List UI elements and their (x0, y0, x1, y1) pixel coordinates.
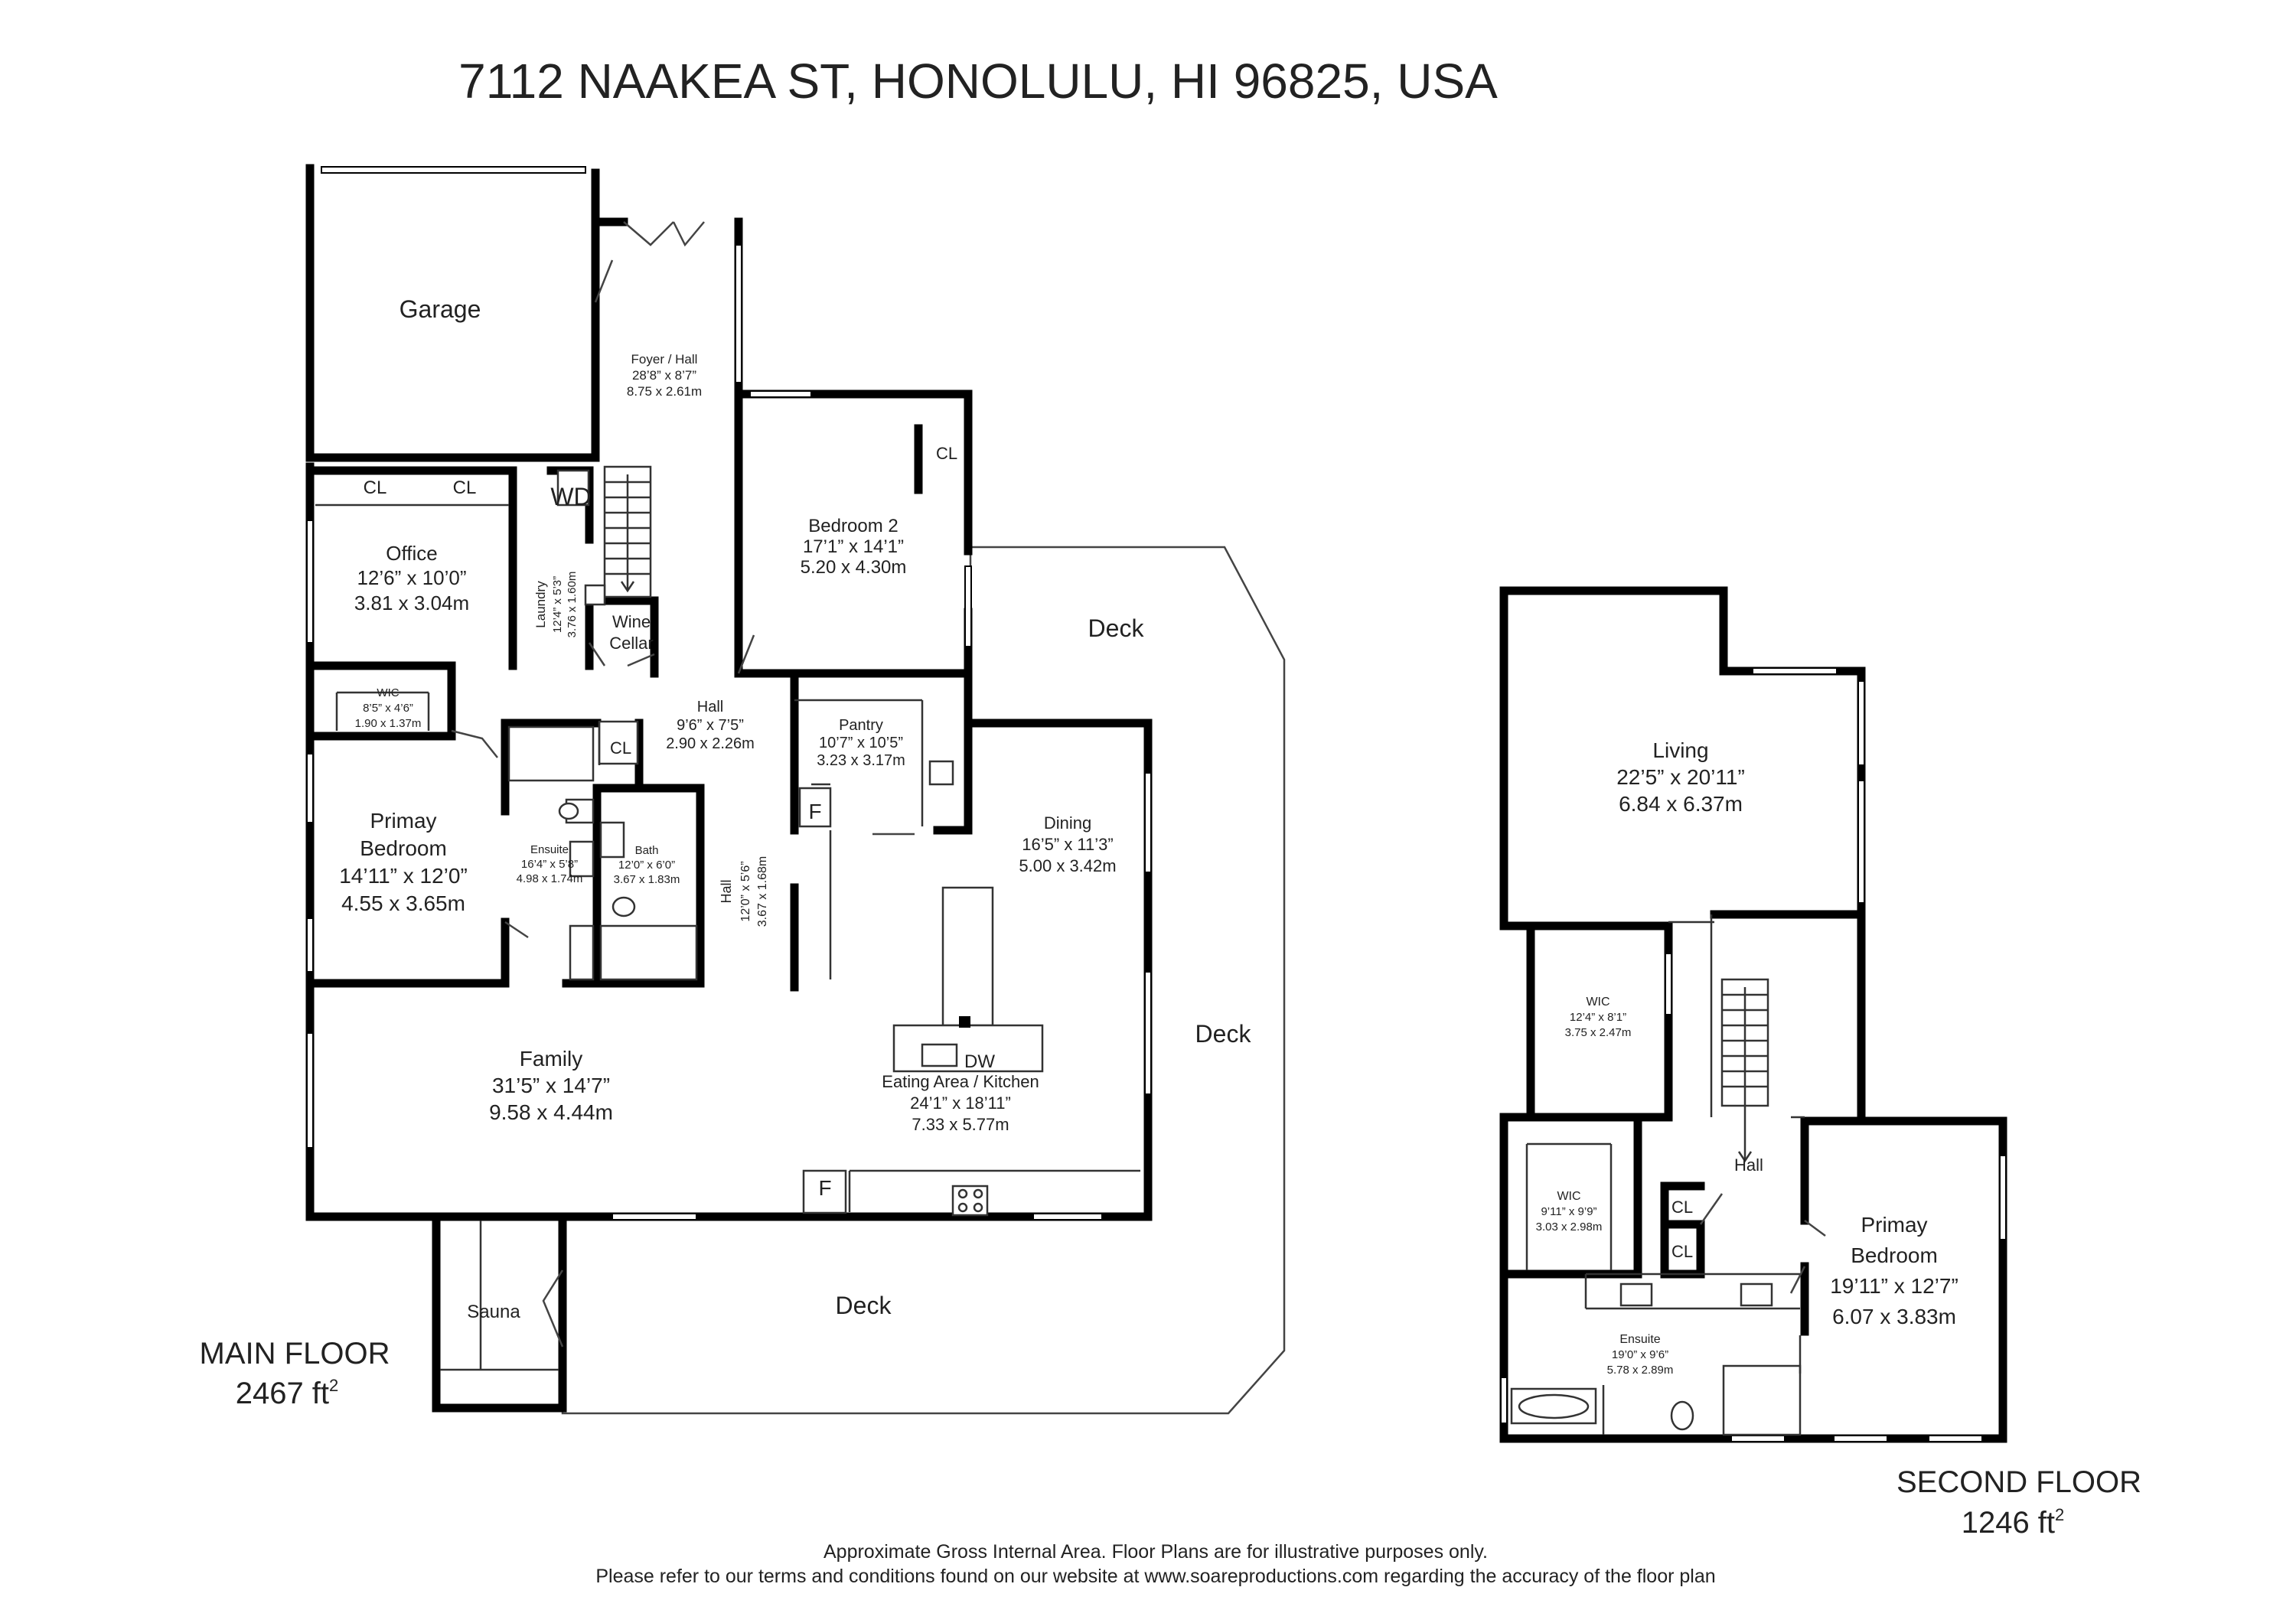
cl-label: CL (453, 477, 477, 498)
main-floor-fixtures (507, 469, 1044, 1217)
hall-imperial: 9’6” x 7’5” (677, 717, 744, 734)
laundry-label: Laundry (533, 581, 548, 628)
ensuite-label: Ensuite (1619, 1333, 1660, 1346)
cl-label: CL (1671, 1242, 1693, 1261)
wic-label: WIC (377, 686, 399, 699)
wic-label: WIC (1586, 996, 1609, 1009)
main-floor-label: MAIN FLOOR (200, 1337, 390, 1370)
wic-metric: 3.75 x 2.47m (1565, 1026, 1632, 1039)
bath-metric: 3.67 x 1.83m (614, 873, 680, 886)
fireplace-label: F (808, 800, 821, 823)
primary-bedroom-imperial: 19’11” x 12’7” (1830, 1274, 1958, 1298)
main-floor-windows (306, 166, 1152, 1221)
bath-imperial: 12’0” x 6’0” (618, 859, 675, 872)
bath-label: Bath (635, 844, 659, 857)
kitchen-metric: 7.33 x 5.77m (912, 1115, 1009, 1134)
main-floor-doors (451, 221, 915, 1348)
cl-label: CL (610, 738, 631, 758)
living-imperial: 22’5” x 20’11” (1616, 765, 1745, 789)
ensuite-imperial: 19’0” x 9’6” (1612, 1348, 1668, 1361)
laundry-metric: 3.76 x 1.60m (566, 572, 579, 638)
ensuite-imperial: 16’4” x 5’8” (521, 858, 578, 871)
second-floor-labels: Living 22’5” x 20’11” 6.84 x 6.37m WIC 1… (1536, 738, 2141, 1540)
hall2-label: Hall (719, 879, 734, 903)
disclaimer-line-2: Please refer to our terms and conditions… (595, 1566, 1715, 1587)
disclaimer-line-1: Approximate Gross Internal Area. Floor P… (823, 1541, 1488, 1563)
wic-label: WIC (1557, 1190, 1580, 1203)
pantry-imperial: 10’7” x 10’5” (819, 735, 903, 751)
primary-bedroom-label-1: Primay (1861, 1213, 1927, 1237)
second-floor-stairs (1720, 978, 1769, 1163)
dw-label: DW (964, 1051, 995, 1072)
pantry-label: Pantry (839, 717, 883, 734)
foyer-imperial: 28’8” x 8’7” (632, 368, 696, 383)
family-metric: 9.58 x 4.44m (489, 1100, 613, 1124)
main-stairs (603, 465, 652, 598)
hall-label: Hall (697, 699, 723, 715)
wine-cellar-label-1: Wine (612, 612, 651, 631)
pantry-metric: 3.23 x 3.17m (817, 752, 905, 769)
primary-bedroom-metric: 4.55 x 3.65m (341, 891, 465, 915)
dining-imperial: 16’5” x 11’3” (1022, 835, 1113, 854)
hall2-metric: 3.67 x 1.68m (756, 856, 769, 927)
office-metric: 3.81 x 3.04m (354, 592, 469, 614)
fireplace-label: F (818, 1176, 831, 1200)
address-title: 7112 NAAKEA ST, HONOLULU, HI 96825, USA (458, 54, 1498, 109)
second-floor-doors (1699, 1193, 1826, 1294)
wic-imperial: 9’11” x 9’9” (1541, 1205, 1596, 1218)
deck-south-label: Deck (836, 1292, 892, 1319)
office-imperial: 12’6” x 10’0” (357, 566, 466, 589)
sauna-label: Sauna (467, 1302, 520, 1322)
bedroom2-imperial: 17’1” x 14’1” (803, 536, 904, 557)
wic-imperial: 12’4” x 8’1” (1570, 1011, 1626, 1024)
cl-label: CL (936, 444, 957, 463)
wine-cellar-label-2: Cellar (609, 634, 653, 653)
primary-bedroom-label-2: Bedroom (1851, 1243, 1938, 1267)
dining-metric: 5.00 x 3.42m (1019, 856, 1116, 875)
hall2-imperial: 12’0” x 5’6” (739, 861, 752, 921)
family-imperial: 31’5” x 14’7” (492, 1074, 610, 1097)
second-floor-fixtures (1510, 1282, 1802, 1436)
cl-label: CL (1671, 1198, 1693, 1217)
kitchen-imperial: 24’1” x 18’11” (910, 1093, 1011, 1113)
deck-right-label: Deck (1195, 1020, 1252, 1048)
primary-bedroom-label-1: Primay (370, 809, 436, 833)
ensuite-metric: 4.98 x 1.74m (517, 872, 583, 885)
cl-label: CL (364, 477, 387, 498)
living-label: Living (1652, 738, 1708, 762)
wic-metric: 3.03 x 2.98m (1536, 1221, 1603, 1234)
hall-label: Hall (1734, 1155, 1763, 1175)
bedroom2-label: Bedroom 2 (808, 516, 898, 536)
ensuite-metric: 5.78 x 2.89m (1607, 1364, 1674, 1377)
main-floor-labels: Garage Foyer / Hall 28’8” x 8’7” 8.75 x … (200, 295, 1252, 1410)
kitchen-label: Eating Area / Kitchen (882, 1072, 1039, 1091)
main-floor-thin-lines (315, 504, 1140, 1371)
second-floor-thin-lines (1525, 914, 1805, 1435)
foyer-label: Foyer / Hall (631, 352, 698, 367)
bedroom2-metric: 5.20 x 4.30m (801, 557, 907, 578)
hall-metric: 2.90 x 2.26m (666, 735, 755, 752)
deck-east-label: Deck (1088, 614, 1145, 642)
primary-bedroom-imperial: 14’11” x 12’0” (339, 864, 468, 888)
primary-bedroom-metric: 6.07 x 3.83m (1832, 1305, 1956, 1328)
second-floor-area: 1246 ft2 (1962, 1505, 2065, 1540)
wic-metric: 1.90 x 1.37m (355, 717, 422, 730)
wd-label: WD (550, 483, 591, 510)
foyer-metric: 8.75 x 2.61m (627, 384, 702, 399)
main-floor-walls (305, 164, 1153, 1413)
main-floor-area: 2467 ft2 (236, 1376, 339, 1410)
ensuite-label: Ensuite (530, 843, 569, 856)
primary-bedroom-label-2: Bedroom (360, 836, 447, 860)
dining-label: Dining (1044, 813, 1091, 833)
wic-imperial: 8’5” x 4’6” (363, 702, 413, 715)
second-floor-label: SECOND FLOOR (1896, 1465, 2141, 1499)
laundry-imperial: 12’4” x 5’3” (551, 576, 564, 633)
family-label: Family (520, 1047, 582, 1071)
second-floor-windows (1500, 667, 2007, 1442)
garage-label: Garage (400, 295, 481, 323)
living-metric: 6.84 x 6.37m (1619, 792, 1743, 816)
office-label: Office (386, 542, 437, 565)
